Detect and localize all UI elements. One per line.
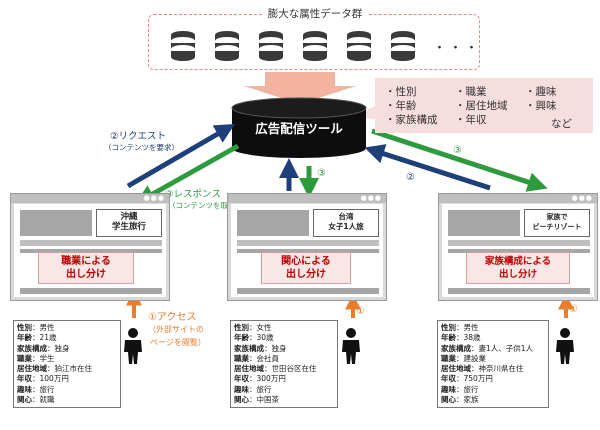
attributes-box: ・性別 ・職業 ・趣味 ・年齢 ・居住地域 ・興味 ・家族構成 ・年収 など	[375, 78, 593, 133]
profile-row: 年収：750万円	[441, 374, 493, 384]
request-arrow-right	[364, 144, 491, 191]
database-icon	[347, 31, 371, 61]
web-page: 家族でビーチリゾート 家族構成による出し分け	[442, 204, 594, 297]
ad-thumbnail: 家族でビーチリゾート	[524, 209, 590, 237]
step-number-3: ③	[453, 145, 462, 156]
profile-row: 年齢：30歳	[234, 333, 274, 343]
browser-titlebar: ●●●	[11, 194, 169, 203]
user-profile-card: 性別：女性 年齢：30歳 家族構成：独身 職業：会社員 居住地域：世田谷区在住 …	[230, 320, 338, 409]
user-profile-card: 性別：男性 年齢：21歳 家族構成：独身 職業：学生 居住地域：狛江市在住 年収…	[13, 320, 121, 409]
targeted-banner: 関心による出し分け	[261, 252, 351, 284]
request-label: ②リクエスト	[110, 131, 167, 142]
profile-row: 家族構成：妻1人、子供1人	[441, 343, 534, 353]
web-page: 台湾女子1人旅 関心による出し分け	[231, 204, 383, 297]
step-number-1: ①	[569, 304, 578, 315]
profile-row: 関心：家族	[441, 395, 479, 405]
profile-row: 関心：中国茶	[234, 395, 279, 405]
profile-row: 職業：建設業	[441, 353, 486, 363]
access-label: ①アクセス	[148, 312, 197, 323]
profile-row: 居住地域：狛江市在住	[17, 364, 92, 374]
step-number-3: ③	[317, 168, 326, 179]
profile-row: 趣味：旅行	[17, 384, 55, 394]
person-icon	[556, 328, 574, 364]
profile-row: 居住地域：神奈川県在住	[441, 364, 524, 374]
attribute-item: ・年収	[455, 114, 487, 126]
attribute-item: ・家族構成	[385, 114, 438, 126]
profile-row: 職業：学生	[17, 353, 55, 363]
profile-row: 性別：男性	[441, 323, 479, 332]
attribute-item: ・居住地域	[455, 100, 508, 112]
profile-row: 年収：100万円	[17, 374, 69, 384]
browser-window-icon: ●●● 家族でビーチリゾート 家族構成による出し分け	[438, 193, 598, 301]
browser-titlebar: ●●●	[228, 194, 386, 203]
funnel-arrow	[244, 72, 356, 104]
step-number-1: ①	[356, 306, 365, 317]
database-icon	[303, 31, 327, 61]
profile-row: 年齢：21歳	[17, 333, 57, 343]
profile-row: 居住地域：世田谷区在住	[234, 364, 317, 374]
profile-row: 年齢：38歳	[441, 333, 481, 343]
attribute-item: ・趣味	[525, 86, 557, 98]
response-arrow-right	[371, 128, 548, 192]
attribute-item: ・職業	[455, 86, 487, 98]
targeted-banner: 職業による出し分け	[38, 252, 134, 284]
database-icon	[391, 31, 415, 61]
request-sublabel: （コンテンツを要求）	[104, 143, 179, 152]
targeted-banner: 家族構成による出し分け	[466, 252, 570, 284]
profile-row: 趣味：旅行	[234, 384, 272, 394]
profile-row: 家族構成：独身	[234, 343, 287, 353]
response-sublabel: （コンテンツを取得）	[168, 201, 243, 210]
access-sublabel-1: （外部サイトの	[148, 325, 204, 334]
database-icon	[171, 31, 195, 61]
attribute-data-group: 膨大な属性データ群 ・・・	[148, 8, 482, 70]
attribute-item: ・興味	[525, 100, 557, 112]
profile-row: 職業：会社員	[234, 353, 279, 363]
ad-tool-cylinder	[231, 97, 367, 158]
database-icon	[259, 31, 283, 61]
profile-row: 性別：男性	[17, 323, 55, 332]
response-label: ③レスポンス	[165, 189, 221, 200]
database-icon	[215, 31, 239, 61]
access-sublabel-2: ページを閲覧）	[150, 338, 206, 347]
profile-row: 関心：就職	[17, 395, 55, 405]
attribute-item: ・年齢	[385, 100, 417, 112]
browser-window-icon: ●●● 沖縄学生旅行 職業による出し分け	[10, 193, 170, 301]
browser-window-icon: ●●● 台湾女子1人旅 関心による出し分け	[227, 193, 387, 301]
step-number-2: ②	[406, 172, 415, 183]
profile-row: 趣味：旅行	[441, 384, 479, 394]
ad-thumbnail: 台湾女子1人旅	[313, 209, 379, 237]
attribute-item: ・性別	[385, 86, 417, 98]
ad-tool-label: 広告配信ツール	[255, 121, 343, 136]
more-databases-ellipsis: ・・・	[433, 41, 482, 56]
profile-row: 性別：女性	[234, 323, 272, 332]
response-arrow-left	[135, 143, 240, 204]
profile-row: 年収：300万円	[234, 374, 286, 384]
web-page: 沖縄学生旅行 職業による出し分け	[14, 204, 166, 297]
profile-row: 家族構成：独身	[17, 343, 70, 353]
ad-thumbnail: 沖縄学生旅行	[96, 209, 162, 237]
attribute-item: など	[551, 118, 572, 130]
person-icon	[124, 328, 142, 364]
request-arrow-left	[126, 123, 235, 189]
browser-titlebar: ●●●	[439, 194, 597, 203]
data-group-title: 膨大な属性データ群	[149, 6, 481, 21]
user-profile-card: 性別：男性 年齢：38歳 家族構成：妻1人、子供1人 職業：建設業 居住地域：神…	[437, 320, 549, 409]
person-icon	[342, 328, 360, 364]
